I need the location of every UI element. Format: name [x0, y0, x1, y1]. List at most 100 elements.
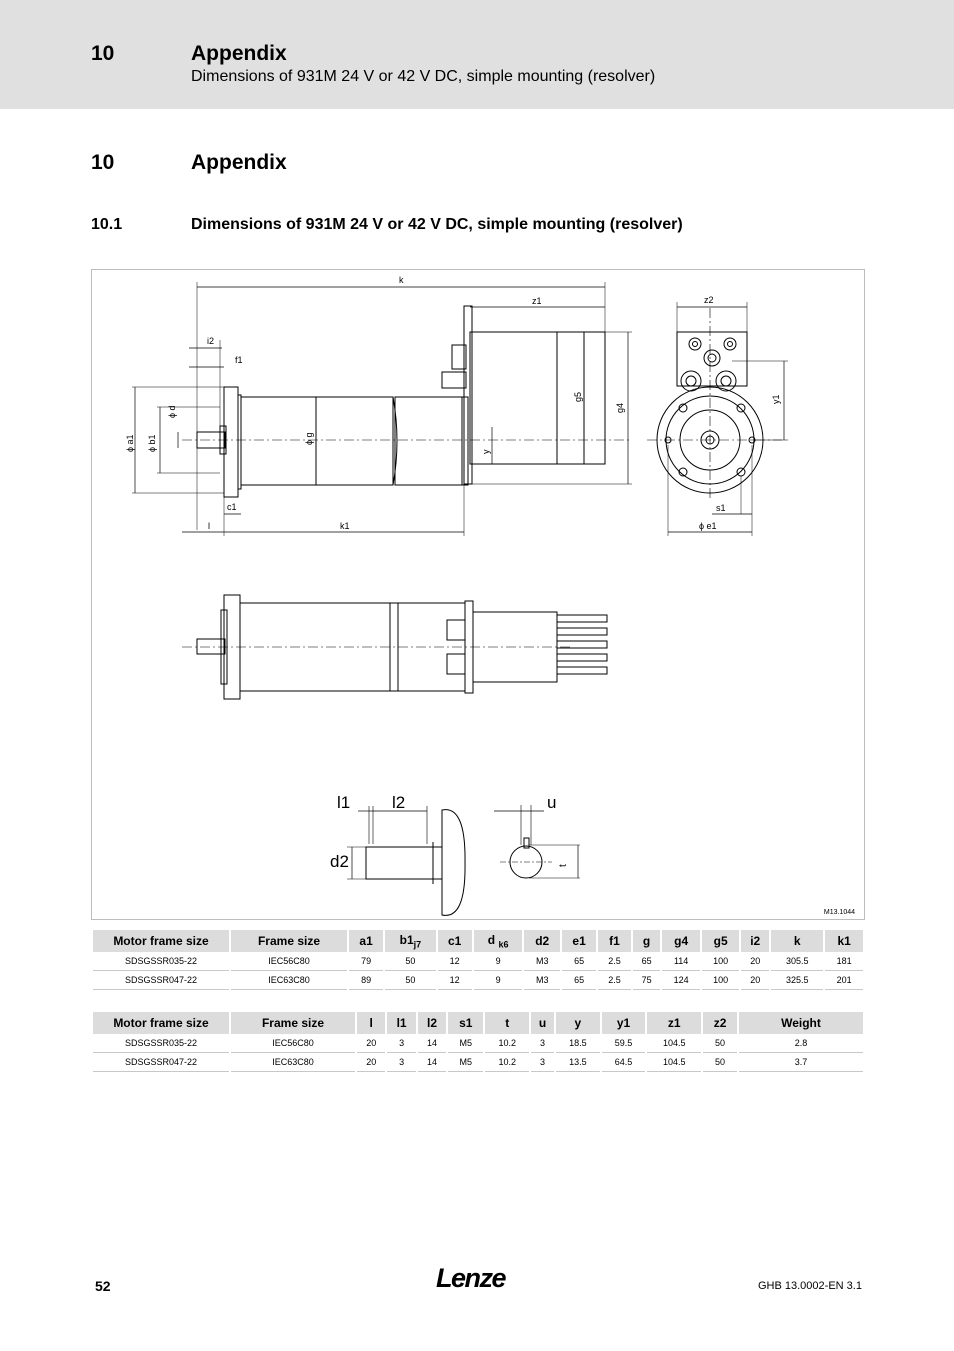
col-header: l2 — [417, 1012, 447, 1034]
table-cell: 65 — [561, 952, 597, 971]
table-cell: 20 — [741, 971, 770, 990]
col-header: f1 — [598, 930, 631, 952]
table-cell: 325.5 — [771, 971, 824, 990]
table-cell: 59.5 — [601, 1034, 646, 1053]
side-view-labels: k z1 i2 f1 ϕ a1 ϕ b1 ϕ d ϕ g g5 g4 y c1 … — [125, 275, 625, 531]
page-number: 52 — [95, 1278, 111, 1294]
col-header: l1 — [387, 1012, 416, 1034]
col-header: b1j7 — [385, 930, 436, 952]
table-cell: 10.2 — [485, 1053, 530, 1072]
figure-code: M13.1044 — [823, 909, 855, 916]
label-z1: z1 — [532, 296, 542, 306]
label-u: u — [547, 793, 556, 812]
label-i2: i2 — [207, 336, 214, 346]
col-header: g — [632, 930, 661, 952]
table-cell: M3 — [524, 971, 560, 990]
label-z2: z2 — [704, 295, 714, 305]
label-phi-d: ϕ d — [167, 405, 177, 418]
table-cell: 100 — [701, 952, 740, 971]
table-cell: SDSGSSR035-22 — [93, 1034, 229, 1053]
table-cell: SDSGSSR047-22 — [93, 1053, 229, 1072]
label-k1: k1 — [340, 521, 350, 531]
col-header: z2 — [703, 1012, 737, 1034]
table-cell: 9 — [473, 971, 523, 990]
subsection-title: Dimensions of 931M 24 V or 42 V DC, simp… — [191, 216, 683, 233]
col-header: Motor frame size — [93, 1012, 229, 1034]
col-header: Motor frame size — [93, 930, 229, 952]
side-view — [132, 282, 632, 536]
table-cell: 64.5 — [601, 1053, 646, 1072]
table-cell: 79 — [349, 952, 384, 971]
shaft-detail-labels: l1 l2 d2 u t — [330, 793, 569, 871]
col-header: z1 — [647, 1012, 702, 1034]
table-cell: SDSGSSR035-22 — [93, 952, 229, 971]
table-cell: 181 — [825, 952, 863, 971]
label-f1: f1 — [235, 355, 243, 365]
label-y: y — [481, 449, 491, 454]
document-reference: GHB 13.0002-EN 3.1 — [758, 1280, 862, 1292]
table-cell: IEC63C80 — [231, 971, 347, 990]
col-header: i2 — [741, 930, 770, 952]
table-cell: 12 — [437, 971, 472, 990]
header-chapter-title: Appendix — [191, 42, 287, 65]
col-header-text: b1 — [399, 932, 414, 947]
end-view-labels: z2 y1 s1 ϕ e1 — [699, 295, 781, 531]
table-row: SDSGSSR047-22 IEC63C80 20 3 14 M5 10.2 3… — [93, 1053, 863, 1072]
table-cell: 65 — [632, 952, 661, 971]
table-cell: 104.5 — [647, 1034, 702, 1053]
col-header: c1 — [437, 930, 472, 952]
table-cell: IEC56C80 — [231, 1034, 355, 1053]
col-header: l — [357, 1012, 386, 1034]
table-cell: 3 — [531, 1034, 555, 1053]
table-cell: 3.7 — [739, 1053, 863, 1072]
label-t: t — [558, 864, 569, 867]
col-header: k1 — [825, 930, 863, 952]
table-cell: 201 — [825, 971, 863, 990]
label-g5: g5 — [573, 392, 583, 402]
table-cell: 3 — [387, 1053, 416, 1072]
table-header-row: Motor frame size Frame size l l1 l2 s1 t… — [93, 1012, 863, 1034]
section-title: Appendix — [191, 151, 287, 174]
col-header: a1 — [349, 930, 384, 952]
table-row: SDSGSSR047-22 IEC63C80 89 50 12 9 M3 65 … — [93, 971, 863, 990]
col-header: Frame size — [231, 930, 347, 952]
technical-drawing: k z1 i2 f1 ϕ a1 ϕ b1 ϕ d ϕ g g5 g4 y c1 … — [125, 275, 788, 916]
lenze-logo: Lenze — [436, 1263, 507, 1293]
table-cell: 75 — [632, 971, 661, 990]
col-header: y — [556, 1012, 600, 1034]
table-row: SDSGSSR035-22 IEC56C80 79 50 12 9 M3 65 … — [93, 952, 863, 971]
label-g4: g4 — [615, 403, 625, 413]
top-view — [182, 594, 608, 700]
header-chapter-number: 10 — [91, 42, 115, 65]
table-cell: 3 — [387, 1034, 416, 1053]
table-cell: 100 — [701, 971, 740, 990]
label-l: l — [208, 521, 210, 531]
table-cell: 50 — [703, 1034, 737, 1053]
table-row: SDSGSSR035-22 IEC56C80 20 3 14 M5 10.2 3… — [93, 1034, 863, 1053]
table-cell: IEC63C80 — [231, 1053, 355, 1072]
table-cell: M5 — [448, 1034, 484, 1053]
col-header: u — [531, 1012, 555, 1034]
col-header: d k6 — [473, 930, 523, 952]
col-header: Frame size — [231, 1012, 355, 1034]
table-cell: 305.5 — [771, 952, 824, 971]
col-header-text: d — [487, 932, 496, 947]
label-l2: l2 — [392, 793, 405, 812]
table-cell: M3 — [524, 952, 560, 971]
col-header: s1 — [448, 1012, 484, 1034]
label-phi-g: ϕ g — [304, 432, 314, 445]
table-cell: 13.5 — [556, 1053, 600, 1072]
table-cell: 50 — [385, 971, 436, 990]
table-cell: 20 — [357, 1034, 386, 1053]
table-cell: 2.8 — [739, 1034, 863, 1053]
table-cell: 114 — [662, 952, 700, 971]
dimensions-table-2: Motor frame size Frame size l l1 l2 s1 t… — [91, 1012, 865, 1072]
table-cell: 10.2 — [485, 1034, 530, 1053]
table-cell: 18.5 — [556, 1034, 600, 1053]
col-header-subscript: j7 — [413, 939, 422, 950]
col-header: e1 — [561, 930, 597, 952]
table-cell: 50 — [385, 952, 436, 971]
subsection-number: 10.1 — [91, 216, 123, 233]
label-k: k — [399, 275, 404, 285]
end-view — [647, 302, 788, 536]
